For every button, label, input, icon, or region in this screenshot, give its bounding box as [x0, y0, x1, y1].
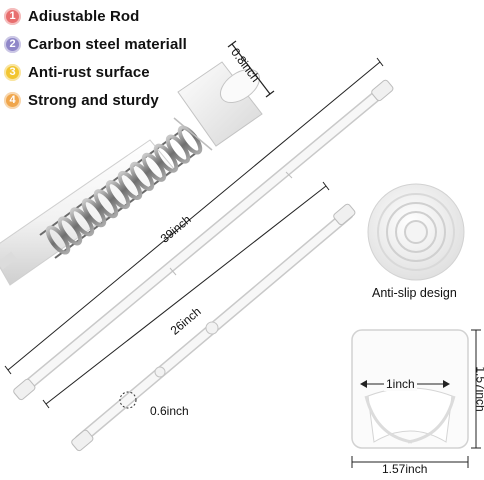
bracket-height-dimension — [471, 329, 481, 449]
spring-coil — [153, 143, 179, 173]
short-rod-dimension-line — [42, 181, 330, 409]
feature-item: 1 Adiustable Rod — [4, 2, 187, 30]
number-badge-icon: 1 — [4, 7, 21, 25]
rod-diameter-label: 0.6inch — [150, 404, 189, 418]
feature-item: 2 Carbon steel materiall — [4, 30, 187, 58]
feature-item: 3 Anti-rust surface — [4, 58, 187, 86]
spring-coil — [69, 207, 95, 237]
long-rod-cap-bottom — [13, 378, 36, 401]
spring-coil — [141, 152, 167, 182]
spring-coil-set — [45, 125, 203, 255]
feature-label: Anti-rust surface — [28, 63, 150, 81]
spring-coil — [93, 189, 119, 219]
number-badge-icon: 4 — [4, 91, 21, 109]
long-rod-dimension-line — [4, 57, 384, 375]
feature-label: Strong and sturdy — [28, 91, 159, 109]
anti-slip-pad — [367, 183, 465, 281]
feature-list: 1 Adiustable Rod 2 Carbon steel material… — [4, 2, 187, 114]
feature-label: Adiustable Rod — [28, 7, 140, 25]
spring-coil — [81, 198, 107, 228]
spring-coil — [57, 216, 83, 246]
bracket-width-dimension — [351, 456, 469, 468]
long-rod — [13, 79, 394, 401]
spring-coil — [45, 225, 71, 255]
bracket-width-label: 1.57inch — [382, 462, 428, 476]
short-rod-cap-bottom — [71, 429, 94, 452]
short-rod-cap-top — [333, 203, 356, 226]
long-rod-cap-top — [371, 79, 394, 102]
bracket-inner-label: 1inch — [384, 377, 417, 391]
medium-rod — [0, 251, 17, 270]
spring-coil — [117, 170, 143, 200]
diameter-marker — [119, 391, 137, 409]
feature-item: 4 Strong and sturdy — [4, 86, 187, 114]
number-badge-icon: 2 — [4, 35, 21, 53]
feature-label: Carbon steel materiall — [28, 35, 187, 53]
closeup-end-cap — [173, 61, 263, 151]
bracket-height-label: 1.57inch — [473, 366, 484, 412]
spring-coil — [165, 134, 191, 164]
spring-coil — [105, 180, 131, 210]
spring-closeup — [0, 61, 263, 286]
spring-coil — [129, 161, 155, 191]
number-badge-icon: 3 — [4, 63, 21, 81]
short-rod — [71, 203, 356, 452]
cap-dimension-line — [227, 40, 275, 98]
anti-slip-caption: Anti-slip design — [372, 286, 457, 300]
